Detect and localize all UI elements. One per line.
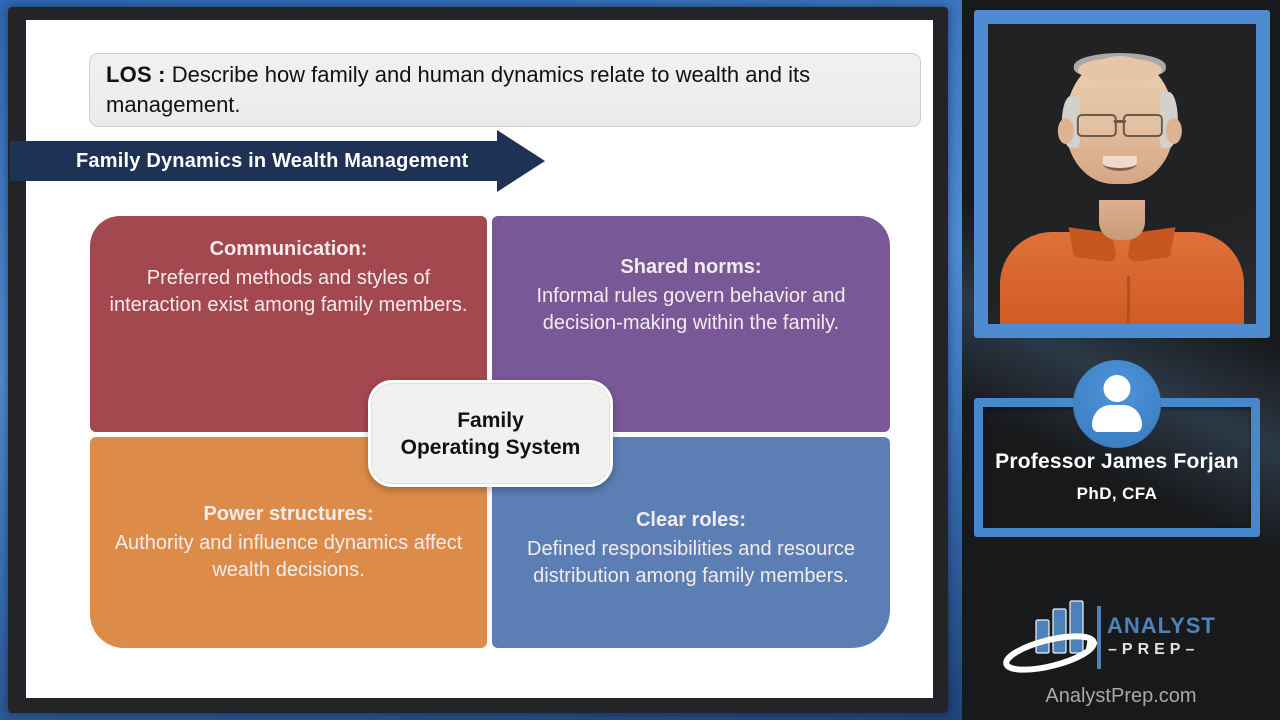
presenter-smile — [1102, 156, 1137, 171]
quadrant-heading: Shared norms: — [620, 256, 762, 278]
presenter-credentials: PhD, CFA — [1076, 484, 1158, 503]
logo-divider — [1097, 606, 1101, 669]
presenter-face — [1057, 53, 1182, 184]
presenter-neck — [1099, 200, 1145, 240]
quadrant-body: Defined responsibilities and resource di… — [527, 538, 855, 587]
shirt-placket — [1126, 276, 1130, 324]
presenter-forehead — [1077, 58, 1162, 82]
glasses-icon — [1074, 114, 1166, 137]
presenter-ear — [1057, 118, 1074, 144]
webcam-video — [988, 24, 1256, 324]
quadrant-heading: Clear roles: — [635, 509, 747, 531]
webcam-frame — [974, 10, 1270, 338]
person-icon — [1073, 360, 1161, 448]
presenter-name: Professor James Forjan — [995, 450, 1239, 473]
center-label-box: Family Operating System — [368, 380, 613, 487]
quadrant-heading: Communication: — [209, 238, 368, 260]
quadrant-body: Informal rules govern behavior and decis… — [536, 285, 846, 334]
center-label-line2: Operating System — [400, 435, 581, 459]
quadrant-body: Authority and influence dynamics affect … — [114, 532, 463, 581]
los-text: Describe how family and human dynamics r… — [106, 62, 811, 117]
los-label: LOS : — [106, 62, 166, 87]
presenter-shirt — [1000, 227, 1244, 324]
banner-arrowhead-icon — [497, 130, 545, 192]
presenter-ear — [1165, 118, 1182, 144]
section-banner-title: Family Dynamics in Wealth Management — [76, 150, 469, 172]
website-url: AnalystPrep.com — [1045, 685, 1197, 707]
quadrant-heading: Power structures: — [203, 503, 374, 525]
quadrant-body: Preferred methods and styles of interact… — [109, 267, 468, 316]
analystprep-logo-icon — [1003, 600, 1099, 673]
section-banner: Family Dynamics in Wealth Management — [10, 141, 497, 181]
los-box: LOS : Describe how family and human dyna… — [89, 53, 921, 127]
brand-name-prep: –PREP– — [1108, 641, 1200, 658]
brand-name-analyst: ANALYST — [1107, 613, 1216, 638]
center-label-line1: Family — [457, 408, 524, 432]
quadrant-communication: Communication: Preferred methods and sty… — [90, 216, 487, 432]
presenter-panel: Professor James Forjan PhD, CFA ANALYST … — [962, 0, 1280, 720]
quadrant-shared-norms: Shared norms: Informal rules govern beha… — [492, 216, 890, 432]
